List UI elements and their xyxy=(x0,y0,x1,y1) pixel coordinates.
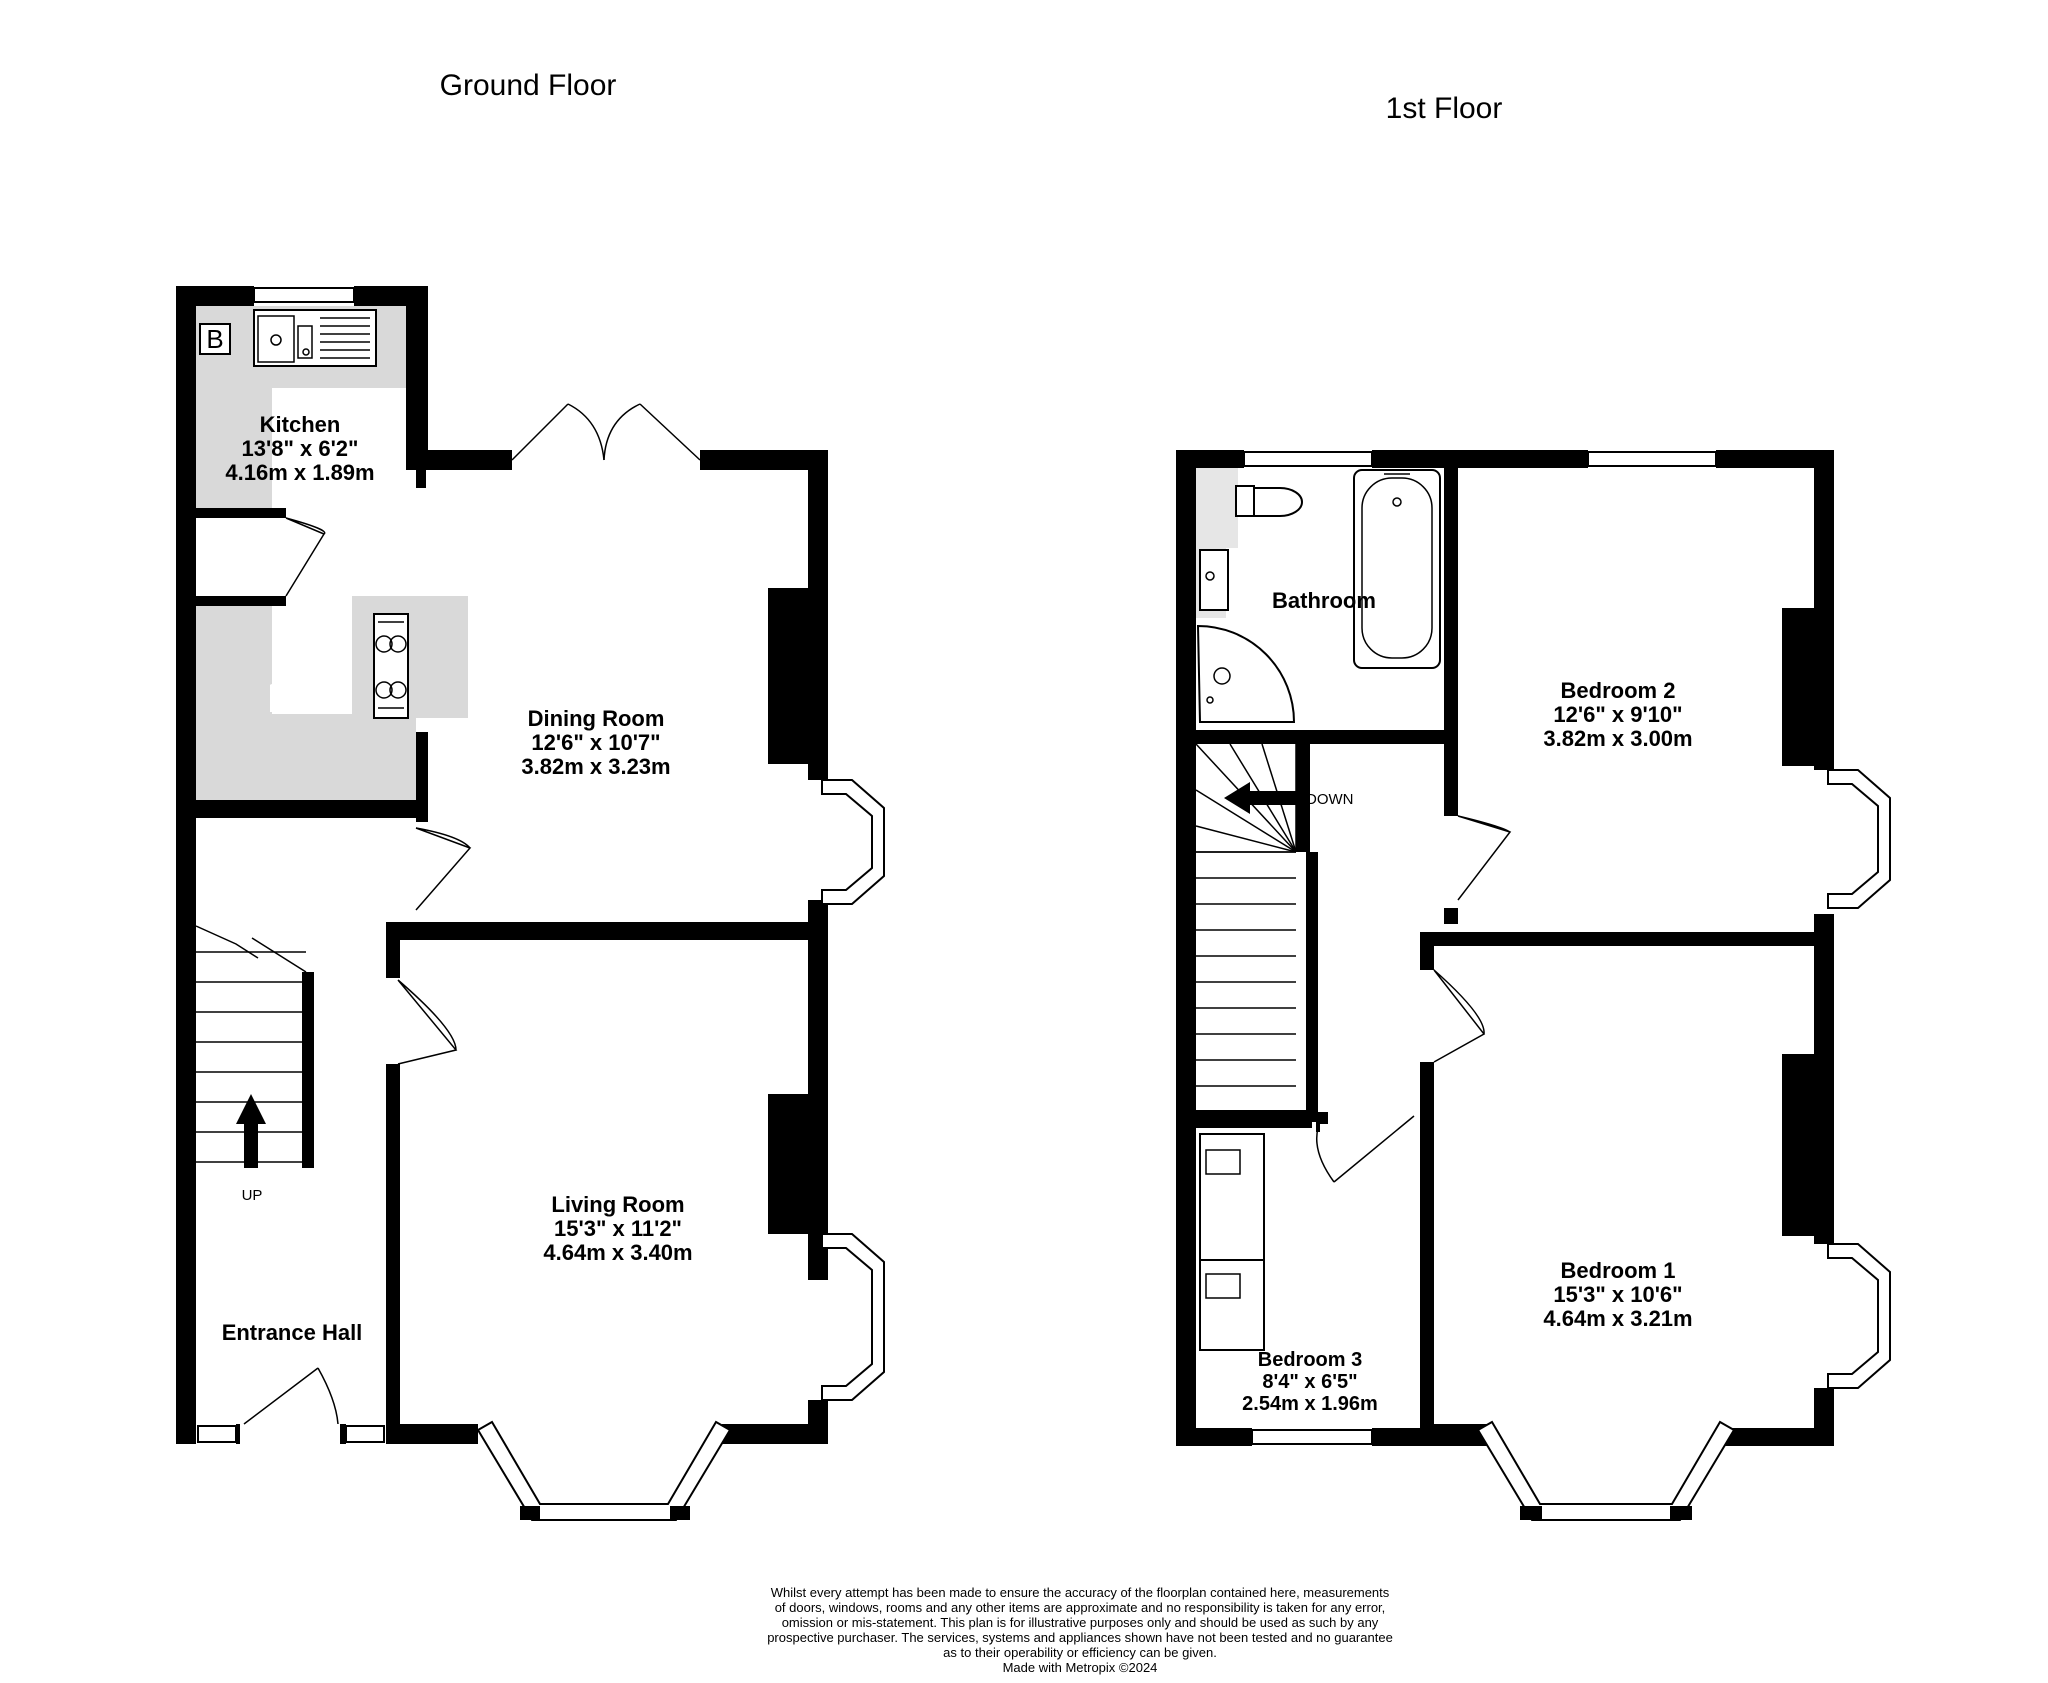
basin xyxy=(1199,549,1229,611)
bathroom-name: Bathroom xyxy=(1272,588,1376,613)
disclaimer-line: as to their operability or efficiency ca… xyxy=(943,1645,1217,1660)
ground-windows xyxy=(197,287,885,1521)
bathroom-fixtures xyxy=(1196,469,1441,723)
living-room-name: Living Room xyxy=(551,1192,684,1217)
bedroom-2-metric: 3.82m x 3.00m xyxy=(1543,726,1692,751)
bath xyxy=(1353,469,1441,669)
first-stairs xyxy=(1195,743,1297,1087)
first-floor: 1st Floor xyxy=(1176,92,1891,1521)
wc-pan xyxy=(1253,487,1303,517)
kitchen-metric: 4.16m x 1.89m xyxy=(225,460,374,485)
down-label: DOWN xyxy=(1306,791,1354,808)
french-doors xyxy=(511,403,701,461)
ground-walls xyxy=(176,286,828,1444)
boiler-box xyxy=(199,323,231,355)
ground-doors xyxy=(243,517,472,1425)
bedroom-3-name: Bedroom 3 xyxy=(1258,1349,1362,1371)
bathroom-wc-floor xyxy=(1196,468,1238,548)
wardrobe xyxy=(1199,1133,1265,1351)
hob xyxy=(373,613,409,719)
bedroom-1-metric: 4.64m x 3.21m xyxy=(1543,1306,1692,1331)
first-floor-title: 1st Floor xyxy=(1386,92,1503,125)
bedroom-1-imperial: 15'3" x 10'6" xyxy=(1553,1282,1682,1307)
kitchen-imperial: 13'8" x 6'2" xyxy=(242,436,359,461)
dining-room-imperial: 12'6" x 10'7" xyxy=(531,730,660,755)
first-walls xyxy=(1176,450,1834,1446)
living-room-metric: 4.64m x 3.40m xyxy=(543,1240,692,1265)
disclaimer: Whilst every attempt has been made to en… xyxy=(767,1585,1393,1675)
shower xyxy=(1196,624,1296,723)
disclaimer-line: Whilst every attempt has been made to en… xyxy=(771,1585,1390,1600)
kitchen-name: Kitchen xyxy=(260,412,341,437)
up-label: UP xyxy=(242,1187,263,1204)
bedroom-3-imperial: 8'4" x 6'5" xyxy=(1262,1371,1357,1393)
sink-unit xyxy=(253,309,377,367)
wc-cistern xyxy=(1235,485,1255,517)
living-room-imperial: 15'3" x 11'2" xyxy=(554,1216,682,1241)
bedroom-2-name: Bedroom 2 xyxy=(1561,678,1676,703)
dining-room-metric: 3.82m x 3.23m xyxy=(521,754,670,779)
dining-room-name: Dining Room xyxy=(528,706,665,731)
ground-floor-title: Ground Floor xyxy=(440,69,617,102)
entrance-hall-name: Entrance Hall xyxy=(222,1320,363,1345)
ground-floor: Ground Floor xyxy=(176,69,885,1521)
first-doors xyxy=(1316,815,1512,1183)
disclaimer-credit: Made with Metropix ©2024 xyxy=(1003,1660,1158,1675)
ground-stairs xyxy=(195,925,307,1168)
disclaimer-line: omission or mis-statement. This plan is … xyxy=(782,1615,1379,1630)
kitchen-floor-cutout xyxy=(272,596,352,714)
disclaimer-line: prospective purchaser. The services, sys… xyxy=(767,1630,1393,1645)
first-windows xyxy=(1243,451,1891,1521)
kitchen-fixtures: B xyxy=(199,309,409,719)
bedroom-1-name: Bedroom 1 xyxy=(1561,1258,1676,1283)
boiler-label: B xyxy=(206,324,223,354)
bedroom-3-metric: 2.54m x 1.96m xyxy=(1242,1393,1378,1415)
bedroom-2-imperial: 12'6" x 9'10" xyxy=(1553,702,1682,727)
disclaimer-line: of doors, windows, rooms and any other i… xyxy=(775,1600,1386,1615)
